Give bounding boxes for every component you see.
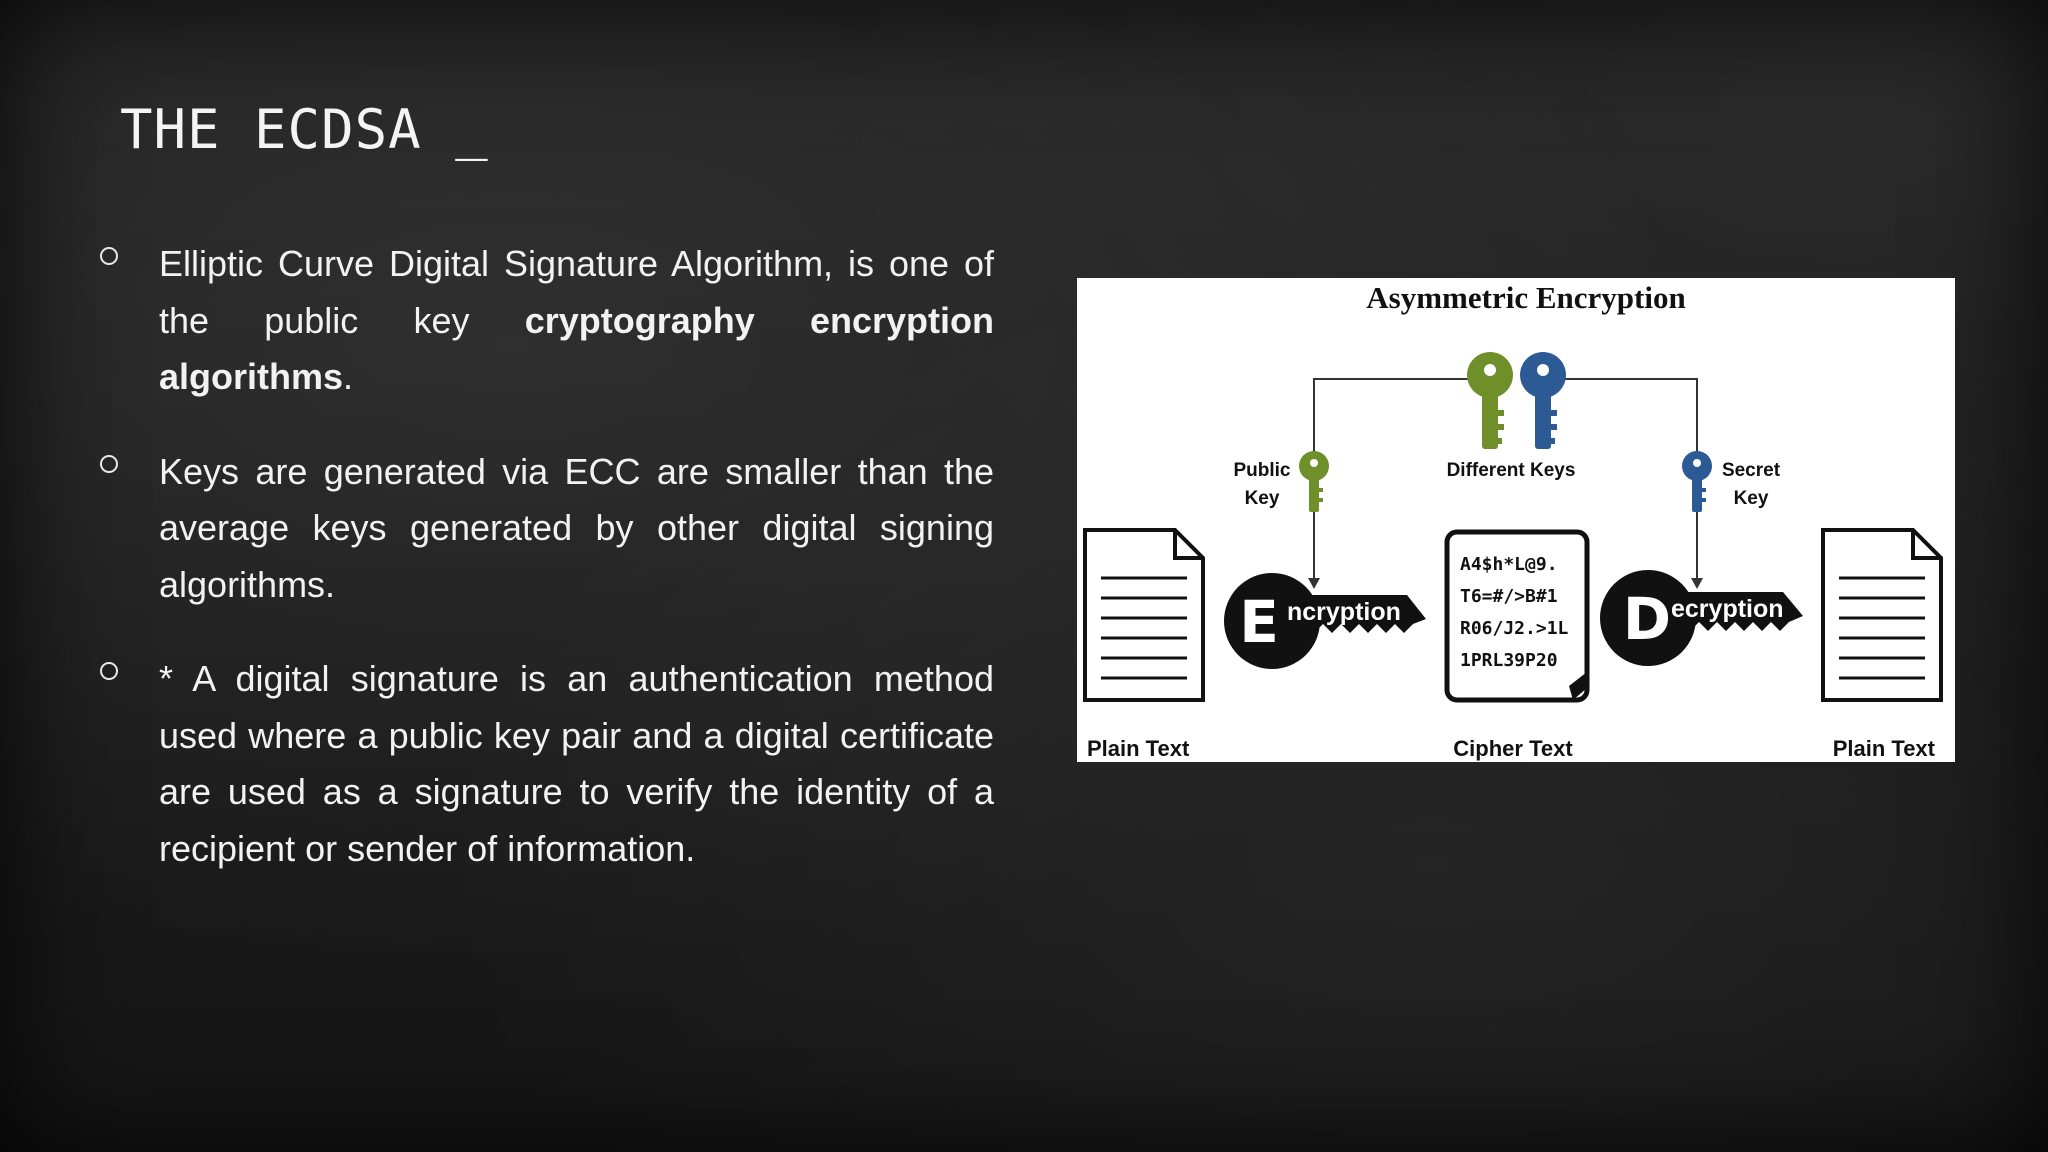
bullet-item: Elliptic Curve Digital Signature Algorit… bbox=[100, 236, 994, 406]
public-key-icon bbox=[1299, 451, 1329, 512]
circle-bullet-icon bbox=[100, 247, 118, 265]
arrow-down-icon bbox=[1308, 578, 1320, 589]
encryption-label: ncryption bbox=[1287, 598, 1401, 626]
blue-key-icon bbox=[1520, 352, 1566, 449]
arrow-down-icon bbox=[1691, 578, 1703, 589]
encryption-key-icon: E ncryption bbox=[1224, 573, 1426, 669]
cipher-line: 1PRL39P20 bbox=[1460, 650, 1558, 671]
bullet-text-plain: * A digital signature is an authenticati… bbox=[159, 658, 994, 869]
slide-title: THE ECDSA _ bbox=[120, 98, 489, 161]
bullet-text: Keys are generated via ECC are smaller t… bbox=[159, 444, 994, 614]
asymmetric-encryption-diagram: Asymmetric Encryption bbox=[1077, 278, 1955, 762]
encryption-initial: E bbox=[1239, 588, 1279, 656]
decryption-key-icon: D ecryption bbox=[1600, 570, 1803, 666]
plain-text-document-icon bbox=[1821, 528, 1943, 702]
secret-key-icon bbox=[1682, 451, 1712, 512]
bullet-text: Elliptic Curve Digital Signature Algorit… bbox=[159, 236, 994, 406]
plain-text-left-label: Plain Text bbox=[1087, 736, 1190, 761]
bullet-text-plain: Elliptic Curve Digital Signature Algorit… bbox=[159, 243, 994, 341]
secret-key-label: Key bbox=[1734, 488, 1769, 509]
different-keys-label: Different Keys bbox=[1447, 460, 1576, 481]
bullet-text-bold: cryptography encryption algorithms bbox=[159, 299, 994, 398]
plain-text-right-label: Plain Text bbox=[1833, 736, 1936, 761]
cipher-text-box: A4$h*L@9. T6=#/>B#1 R06/J2.>1L 1PRL39P20 bbox=[1444, 529, 1590, 703]
bullet-text-end: . bbox=[343, 356, 354, 397]
diagram-title: Asymmetric Encryption bbox=[1366, 280, 1685, 315]
green-key-icon bbox=[1467, 352, 1513, 449]
cipher-line: R06/J2.>1L bbox=[1460, 618, 1569, 639]
circle-bullet-icon bbox=[100, 662, 118, 680]
cipher-text-label: Cipher Text bbox=[1453, 736, 1573, 761]
public-key-label: Key bbox=[1245, 488, 1280, 509]
public-key-label: Public bbox=[1233, 460, 1290, 481]
secret-key-label: Secret bbox=[1722, 460, 1781, 481]
bullet-list: Elliptic Curve Digital Signature Algorit… bbox=[100, 236, 994, 915]
bullet-item: * A digital signature is an authenticati… bbox=[100, 651, 994, 877]
circle-bullet-icon bbox=[100, 454, 118, 473]
decryption-label: ecryption bbox=[1671, 595, 1784, 623]
cipher-line: T6=#/>B#1 bbox=[1460, 586, 1558, 607]
connector-lines bbox=[1313, 378, 1698, 580]
bullet-text-plain: Keys are generated via ECC are smaller t… bbox=[159, 450, 994, 605]
decryption-initial: D bbox=[1623, 585, 1671, 653]
bullet-text: * A digital signature is an authenticati… bbox=[159, 651, 994, 877]
plain-text-document-icon bbox=[1083, 528, 1205, 702]
cipher-line: A4$h*L@9. bbox=[1460, 554, 1558, 575]
bullet-item: Keys are generated via ECC are smaller t… bbox=[100, 444, 994, 614]
